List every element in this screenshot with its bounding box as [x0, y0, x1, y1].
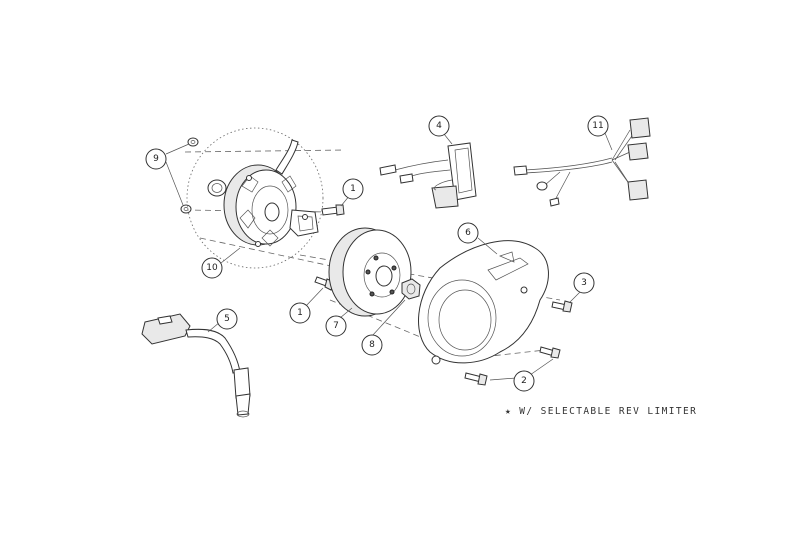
svg-text:9: 9 [153, 154, 159, 164]
svg-text:1: 1 [350, 184, 356, 194]
svg-text:6: 6 [465, 228, 471, 238]
rev-limiter-note: ★ W/ SELECTABLE REV LIMITER [505, 406, 697, 417]
washer-lower [180, 204, 192, 214]
callout-6: 6 [457, 222, 479, 244]
callout-2: 2 [513, 370, 535, 392]
callout-3: 3 [573, 272, 595, 294]
svg-text:2: 2 [521, 376, 527, 386]
ignition-coil [141, 313, 251, 418]
stator-assembly [186, 127, 324, 269]
wiring-harness [513, 117, 651, 207]
flywheel [328, 227, 412, 317]
flywheel-nut [401, 278, 421, 300]
bolt-cover-mid [539, 346, 561, 359]
bolt-upper [321, 204, 345, 216]
callout-1-upper: 1 [342, 178, 364, 200]
callout-8: 8 [361, 334, 383, 356]
bolt-cover-right [551, 300, 573, 313]
callout-10: 10 [201, 257, 223, 279]
svg-text:4: 4 [436, 121, 442, 131]
svg-text:8: 8 [369, 340, 375, 350]
callout-11: 11 [587, 115, 609, 137]
callout-1-lower: 1 [289, 302, 311, 324]
washer-upper [187, 137, 199, 147]
svg-text:10: 10 [206, 263, 218, 273]
callout-9: 9 [145, 148, 167, 170]
cdi-unit [379, 142, 477, 209]
bolt-cover-low [464, 372, 488, 386]
svg-text:7: 7 [333, 321, 339, 331]
svg-text:1: 1 [297, 308, 303, 318]
svg-text:5: 5 [224, 314, 230, 324]
stator-cover [418, 240, 549, 365]
callout-4: 4 [428, 115, 450, 137]
svg-text:3: 3 [581, 278, 587, 288]
callout-5: 5 [216, 308, 238, 330]
svg-text:11: 11 [592, 121, 603, 131]
callout-7: 7 [325, 315, 347, 337]
